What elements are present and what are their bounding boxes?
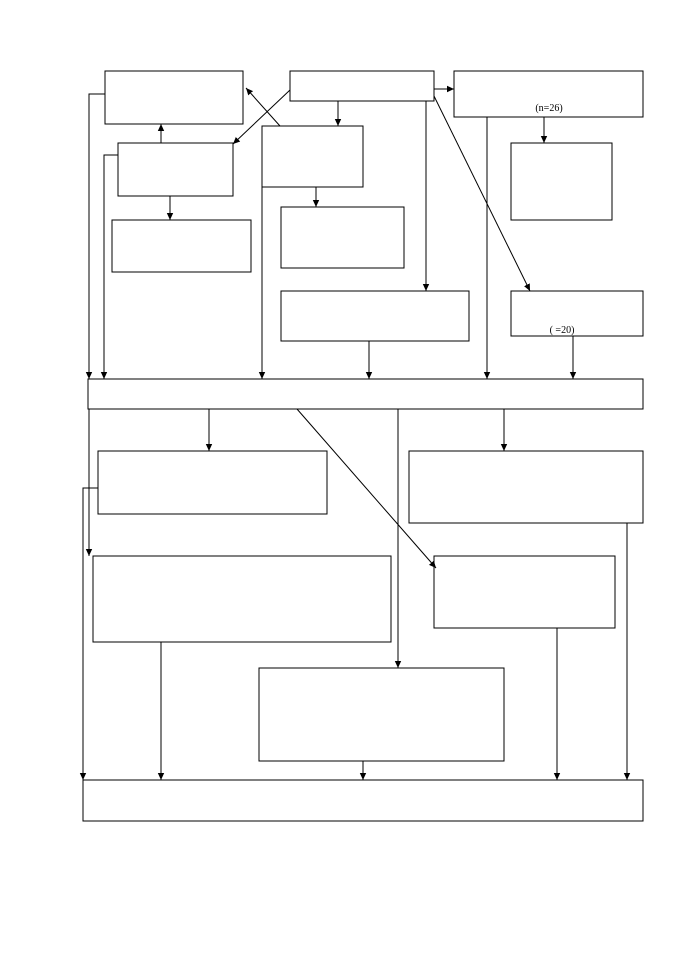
box-center-second [261, 125, 364, 188]
box-top-center [289, 70, 435, 102]
arrow-lowerleft-to-bottomband [79, 487, 98, 780]
box-wide-band [87, 378, 644, 410]
box-center-bottom [258, 667, 505, 762]
arrow-topcenter-to-leftsecond [232, 89, 291, 145]
box-center-third [280, 206, 405, 269]
label-top-right-count: (n=26) [535, 103, 562, 114]
box-bottom-band [82, 779, 644, 822]
arrow-band-to-rightlower [296, 408, 437, 569]
arrow-topcenter-to-topleft [245, 87, 281, 127]
box-left-third [111, 219, 252, 273]
box-right-second [510, 142, 613, 221]
box-top-right [453, 70, 644, 118]
box-lower-left [97, 450, 328, 515]
box-right-lower [433, 555, 616, 629]
box-lower-right [408, 450, 644, 524]
box-right-fourth [510, 290, 644, 337]
arrow-topleft-to-band [85, 93, 105, 379]
label-mid-right-count: ( =20) [550, 325, 575, 336]
box-center-fourth [280, 290, 470, 342]
box-top-left [104, 70, 244, 125]
box-large-left [92, 555, 392, 643]
arrow-leftsecond-to-band [100, 154, 118, 379]
box-left-second [117, 142, 234, 197]
arrow-topcenter-to-rightfourth [433, 95, 531, 292]
